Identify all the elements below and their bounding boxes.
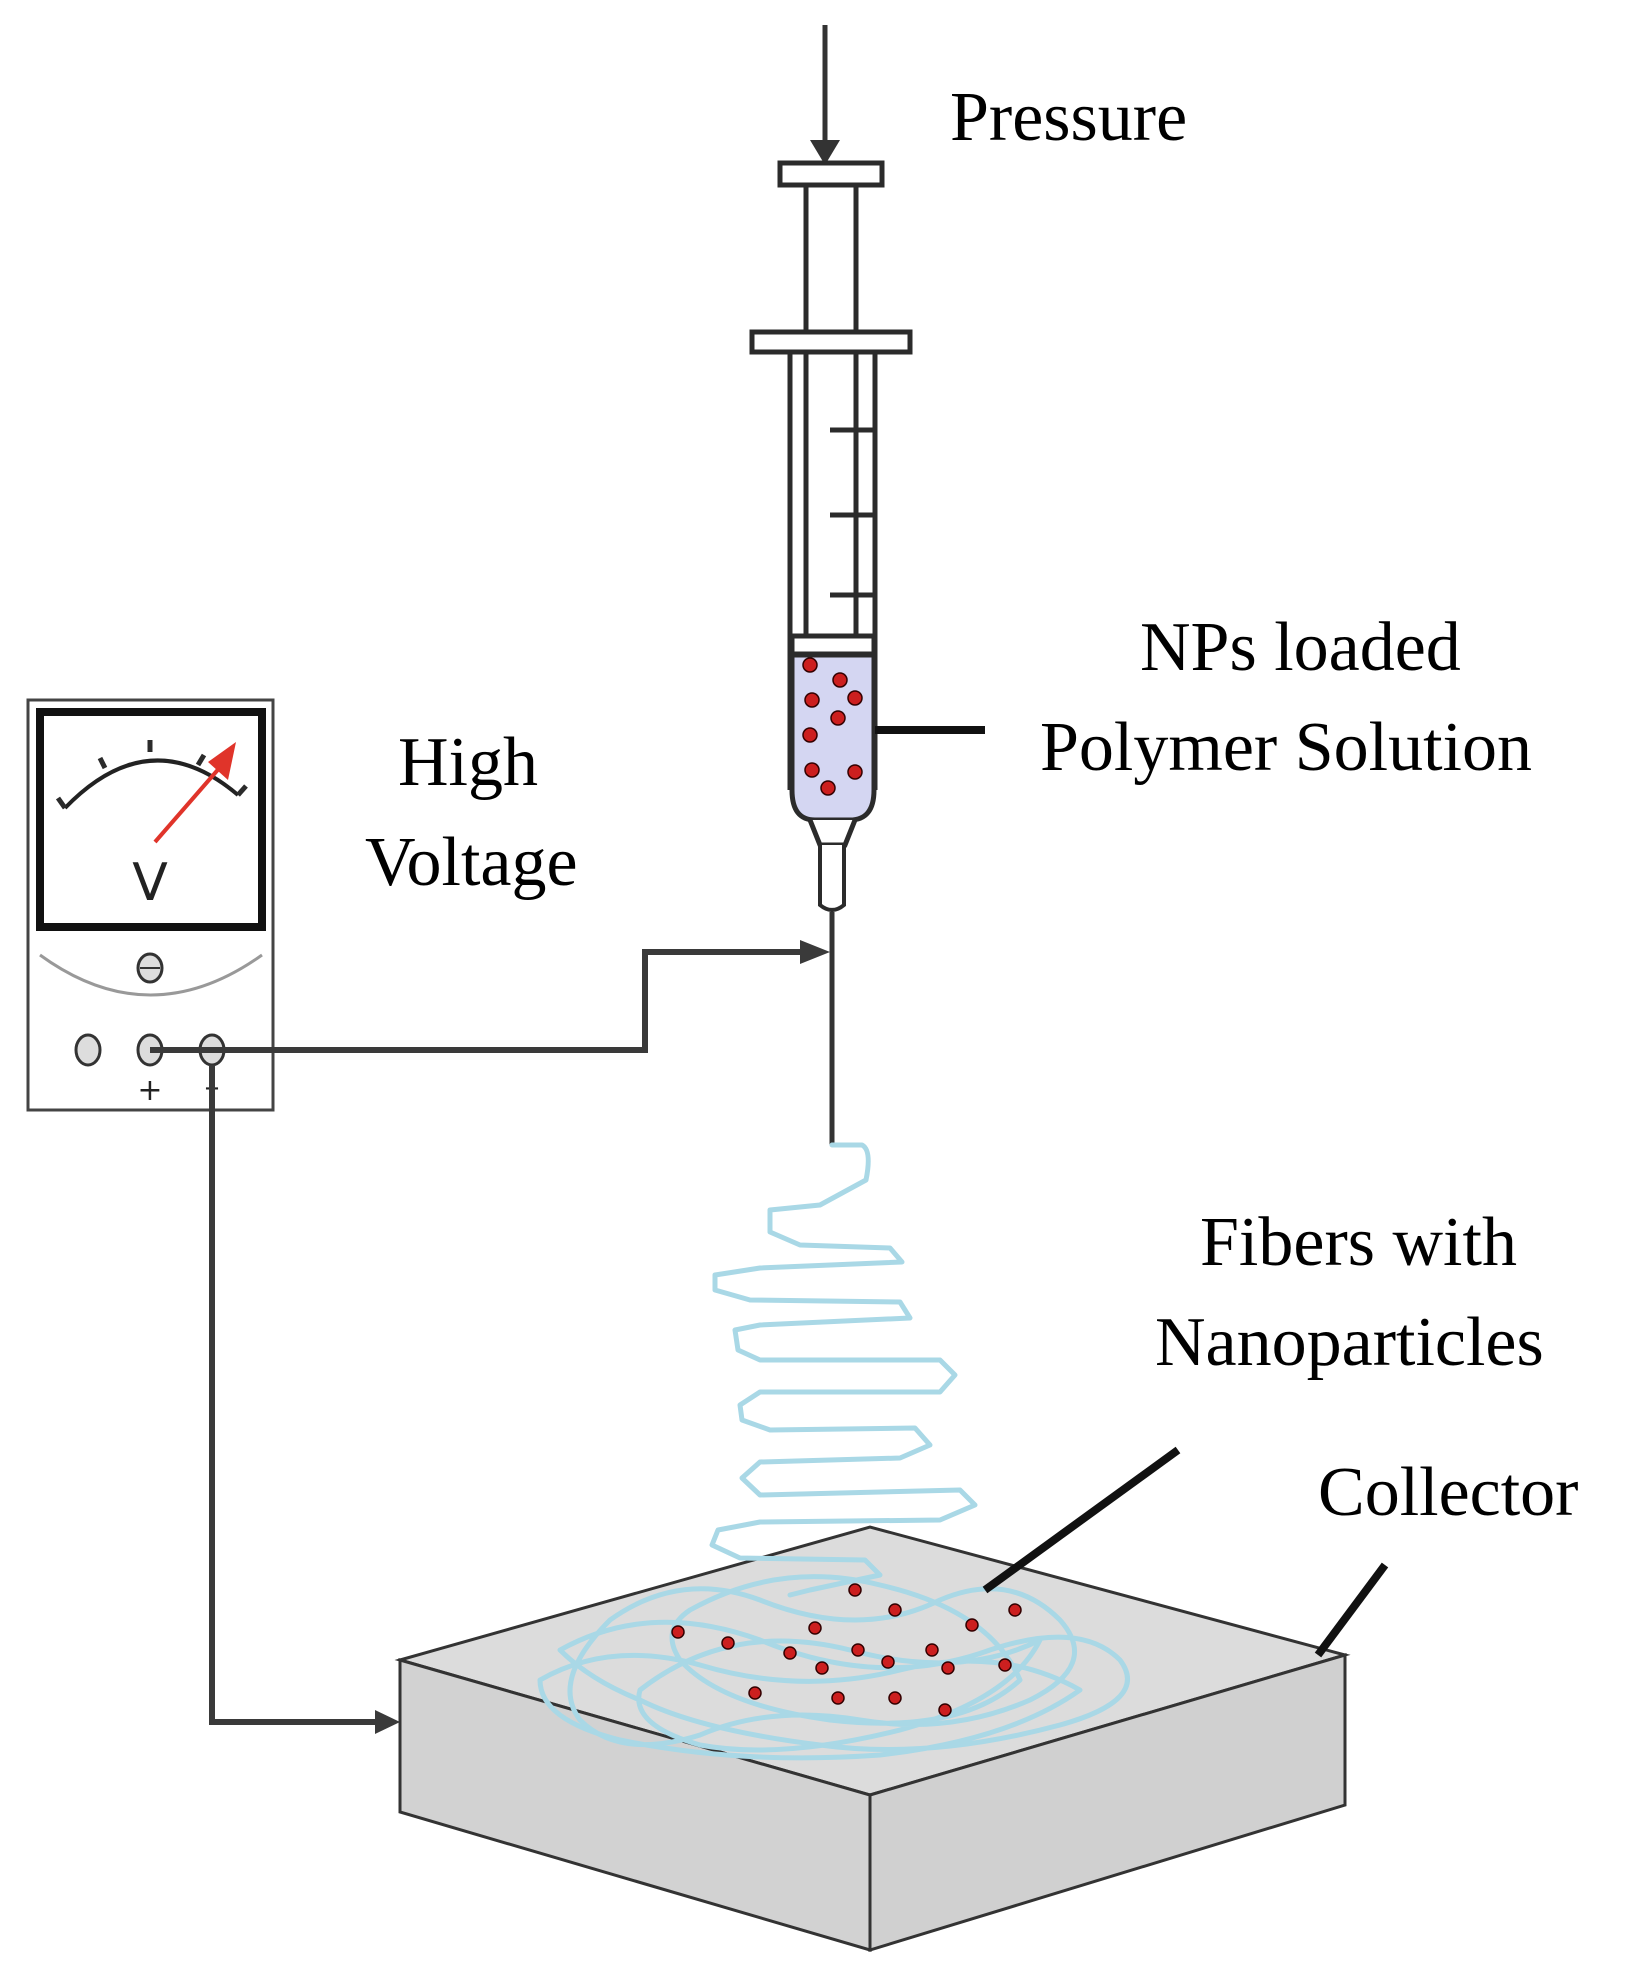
syringe-flange [749,329,913,355]
syringe [749,160,913,912]
collector-arrow-icon [375,1710,400,1734]
voltmeter-unit: V [132,853,168,913]
voltmeter-pointer-head [208,742,236,780]
collector [394,1525,1351,1953]
wire-to-collector [209,1065,400,1734]
collector-leader-line [1314,1562,1389,1658]
mat-nanoparticles [671,1583,1022,1717]
plunger-rod [803,182,859,643]
fibers-label-line1: Fibers with [1200,1204,1517,1281]
wire-to-needle [150,940,830,1053]
voltmeter-terminal-left[interactable] [74,1033,102,1067]
solution-label-line1: NPs loaded [1140,609,1461,686]
voltmeter-scale [63,758,240,810]
fiber-mat [537,1574,1130,1761]
plunger-cap [777,160,885,188]
voltmeter-pointer [153,763,224,844]
pressure-label: Pressure [950,79,1187,156]
fibers-leader-line [982,1446,1181,1594]
needle [818,845,846,912]
fibers-label-line2: Nanoparticles [1155,1304,1544,1381]
high-voltage-label-line1: High [398,724,538,801]
plunger-stopper [789,633,877,657]
solution-nanoparticles [802,657,863,796]
fiber-whipping-region [709,1142,978,1598]
pressure-arrow-icon [810,25,840,165]
wire-arrow-icon [800,940,830,964]
syringe-tip [807,819,858,848]
high-voltage-label-line2: Voltage [365,824,578,901]
plus-sign: + [137,1073,162,1108]
solution-label-line2: Polymer Solution [1040,709,1532,786]
collector-side [868,1652,1347,1953]
collector-label: Collector [1318,1454,1578,1531]
